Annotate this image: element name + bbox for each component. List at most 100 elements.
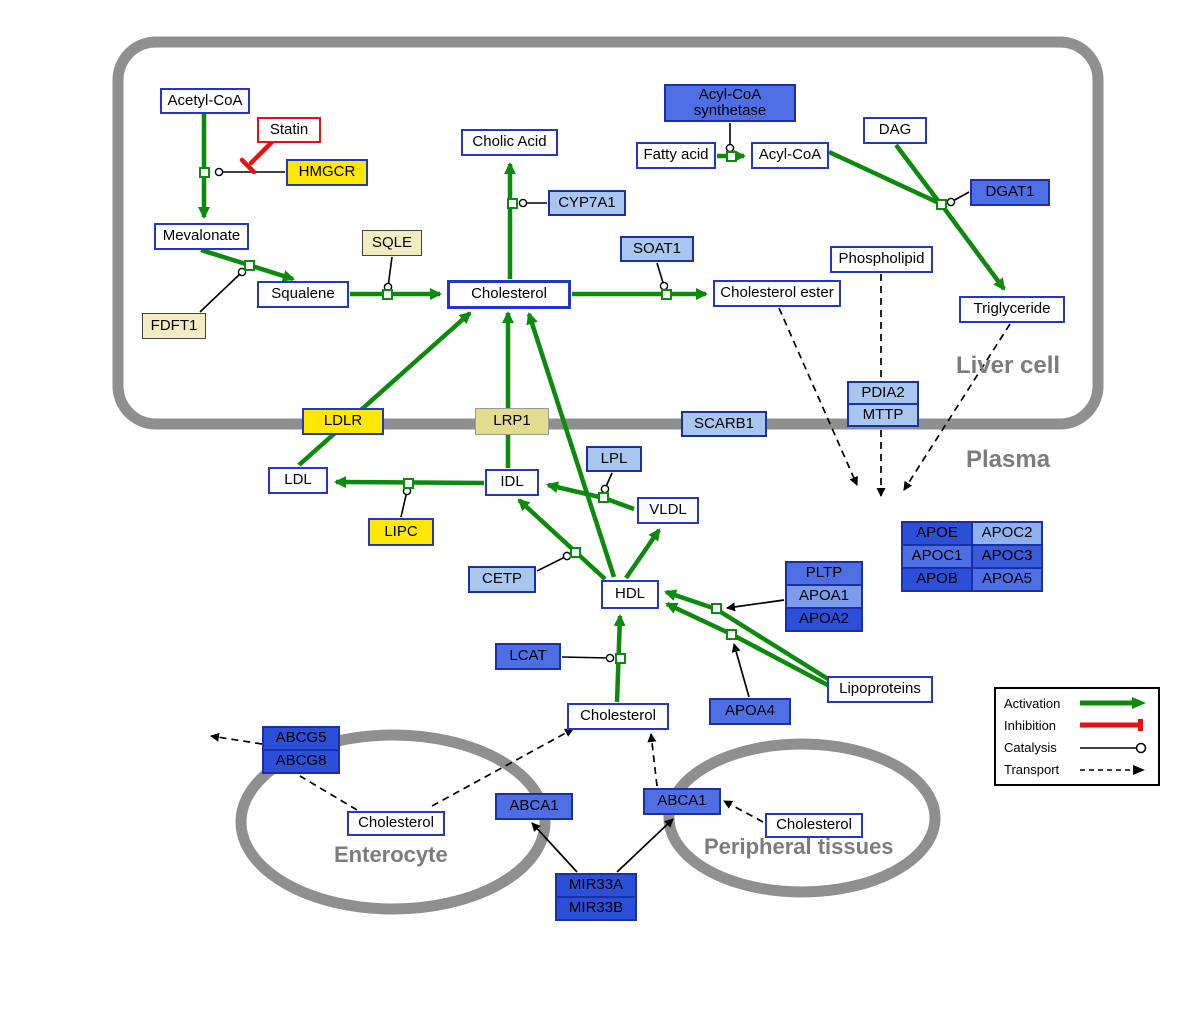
node-acetyl-coa[interactable]: Acetyl-CoA xyxy=(160,88,250,114)
node-mevalonate[interactable]: Mevalonate xyxy=(154,223,249,250)
node-apoe[interactable]: APOE xyxy=(901,521,973,546)
enterocyte-label: Enterocyte xyxy=(334,842,448,867)
node-ldl[interactable]: LDL xyxy=(268,467,328,494)
node-fatty-acid[interactable]: Fatty acid xyxy=(636,142,716,169)
catalysis-lpl xyxy=(600,472,613,494)
catalysis-fdft1 xyxy=(199,267,247,313)
node-apoa1[interactable]: APOA1 xyxy=(785,584,863,609)
node-abcg5[interactable]: ABCG5 xyxy=(262,726,340,751)
peripheral-tissues-label: Peripheral tissues xyxy=(704,834,894,859)
enterocyte-membrane xyxy=(235,729,551,915)
node-apoa4[interactable]: APOA4 xyxy=(709,698,791,725)
liver-cell-label: Liver cell xyxy=(956,352,1061,379)
catalysis-cetp xyxy=(536,551,572,572)
legend-inhibition-label: Inhibition xyxy=(1004,717,1057,733)
edge-hdl-vldl xyxy=(624,528,661,580)
node-abcg8[interactable]: ABCG8 xyxy=(262,749,340,774)
edge-dgat1rxn-triglyceride xyxy=(939,202,1006,291)
node-pdia2[interactable]: PDIA2 xyxy=(847,381,919,405)
node-statin[interactable]: Statin xyxy=(257,117,321,143)
node-vldl[interactable]: VLDL xyxy=(637,497,699,524)
node-cholic-acid[interactable]: Cholic Acid xyxy=(461,129,558,156)
edge-acylcoa-dgat1rxn xyxy=(828,149,942,207)
node-dgat1[interactable]: DGAT1 xyxy=(970,179,1050,206)
edge-mir33-abca1-left xyxy=(531,822,578,873)
edge-hdl-idl xyxy=(517,498,607,581)
legend-catalysis-label: Catalysis xyxy=(1004,740,1057,756)
node-soat1[interactable]: SOAT1 xyxy=(620,236,694,262)
catalysis-dgat1 xyxy=(946,191,970,207)
node-lrp1[interactable]: LRP1 xyxy=(475,408,549,435)
legend-row-transport: Transport xyxy=(1004,759,1150,781)
node-lpl[interactable]: LPL xyxy=(586,446,642,472)
node-apoc2[interactable]: APOC2 xyxy=(971,521,1043,546)
plasma-label: Plasma xyxy=(966,446,1051,473)
node-cholesterol-liver[interactable]: Cholesterol xyxy=(447,280,571,309)
node-apoc1[interactable]: APOC1 xyxy=(901,544,973,569)
node-scarb1[interactable]: SCARB1 xyxy=(681,411,767,437)
membranes xyxy=(112,36,1104,915)
catalysis-edges xyxy=(199,123,970,663)
node-mir33a[interactable]: MIR33A xyxy=(555,873,637,898)
node-cholesterol-plasma[interactable]: Cholesterol xyxy=(567,703,669,730)
legend: Activation Inhibition Catalysis Transpor… xyxy=(994,687,1160,786)
transport-triglyceride xyxy=(903,323,1011,491)
edge-mir33-abca1-right xyxy=(616,818,674,873)
node-ldlr[interactable]: LDLR xyxy=(302,408,384,435)
inhibition-statin-line xyxy=(248,139,275,166)
node-acyl-coa-synthetase[interactable]: Acyl-CoA synthetase xyxy=(664,84,796,122)
transport-abca1-cholesterol xyxy=(647,733,658,787)
inhibition-bar-icon xyxy=(1080,719,1143,732)
node-acyl-coa[interactable]: Acyl-CoA xyxy=(751,142,829,169)
node-phospholipid[interactable]: Phospholipid xyxy=(830,246,933,273)
catalysis-sqle xyxy=(383,256,393,292)
node-cyp7a1[interactable]: CYP7A1 xyxy=(548,190,626,216)
legend-row-inhibition: Inhibition xyxy=(1004,714,1150,736)
node-hdl[interactable]: HDL xyxy=(601,580,659,609)
inhibition-statin-bar xyxy=(239,157,257,175)
transport-peripheral-abca1 xyxy=(723,800,764,823)
catalysis-lipc xyxy=(400,486,412,518)
node-mttp[interactable]: MTTP xyxy=(847,403,919,427)
node-apoc3[interactable]: APOC3 xyxy=(971,544,1043,569)
catalysis-soat1 xyxy=(656,262,669,291)
legend-row-catalysis: Catalysis xyxy=(1004,737,1150,759)
node-fdft1[interactable]: FDFT1 xyxy=(142,313,206,339)
node-pltp[interactable]: PLTP xyxy=(785,561,863,586)
legend-transport-label: Transport xyxy=(1004,762,1060,778)
node-dag[interactable]: DAG xyxy=(863,117,927,144)
transport-abcg58-out xyxy=(210,732,263,745)
peripheral-tissue-membrane xyxy=(663,738,941,898)
liver-cell-membrane xyxy=(112,36,1104,430)
edge-dag-dgat1rxn xyxy=(894,143,941,204)
node-cholesterol-ester[interactable]: Cholesterol ester xyxy=(713,280,841,307)
node-hmgcr[interactable]: HMGCR xyxy=(286,159,368,186)
legend-row-activation: Activation xyxy=(1004,692,1150,714)
edge-hdl-cholesterol xyxy=(526,312,617,578)
node-apoa5[interactable]: APOA5 xyxy=(971,567,1043,592)
legend-activation-label: Activation xyxy=(1004,695,1061,711)
transport-cholesterol-abcg58 xyxy=(299,775,358,811)
edge-apoa-stack-hdlrxn xyxy=(726,599,785,612)
node-apoa2[interactable]: APOA2 xyxy=(785,607,863,632)
node-cholesterol-peripheral[interactable]: Cholesterol xyxy=(765,813,863,838)
node-triglyceride[interactable]: Triglyceride xyxy=(959,296,1065,323)
inhibition-edge xyxy=(239,139,275,175)
node-apob[interactable]: APOB xyxy=(901,567,973,592)
node-lcat[interactable]: LCAT xyxy=(495,643,561,670)
node-sqle[interactable]: SQLE xyxy=(362,230,422,256)
node-idl[interactable]: IDL xyxy=(485,469,539,496)
node-mir33b[interactable]: MIR33B xyxy=(555,896,637,921)
regulation-edges xyxy=(531,599,785,873)
node-abca1-enterocyte[interactable]: ABCA1 xyxy=(495,793,573,820)
node-abca1-peripheral[interactable]: ABCA1 xyxy=(643,788,721,815)
transport-cholesterolester xyxy=(778,307,858,486)
node-cholesterol-enterocyte[interactable]: Cholesterol xyxy=(347,811,445,836)
node-lipc[interactable]: LIPC xyxy=(368,518,434,546)
node-lipoproteins[interactable]: Lipoproteins xyxy=(827,676,933,703)
node-squalene[interactable]: Squalene xyxy=(257,281,349,308)
reaction-node-squares xyxy=(199,151,947,664)
node-cetp[interactable]: CETP xyxy=(468,566,536,593)
activation-arrow-icon xyxy=(1080,697,1146,710)
